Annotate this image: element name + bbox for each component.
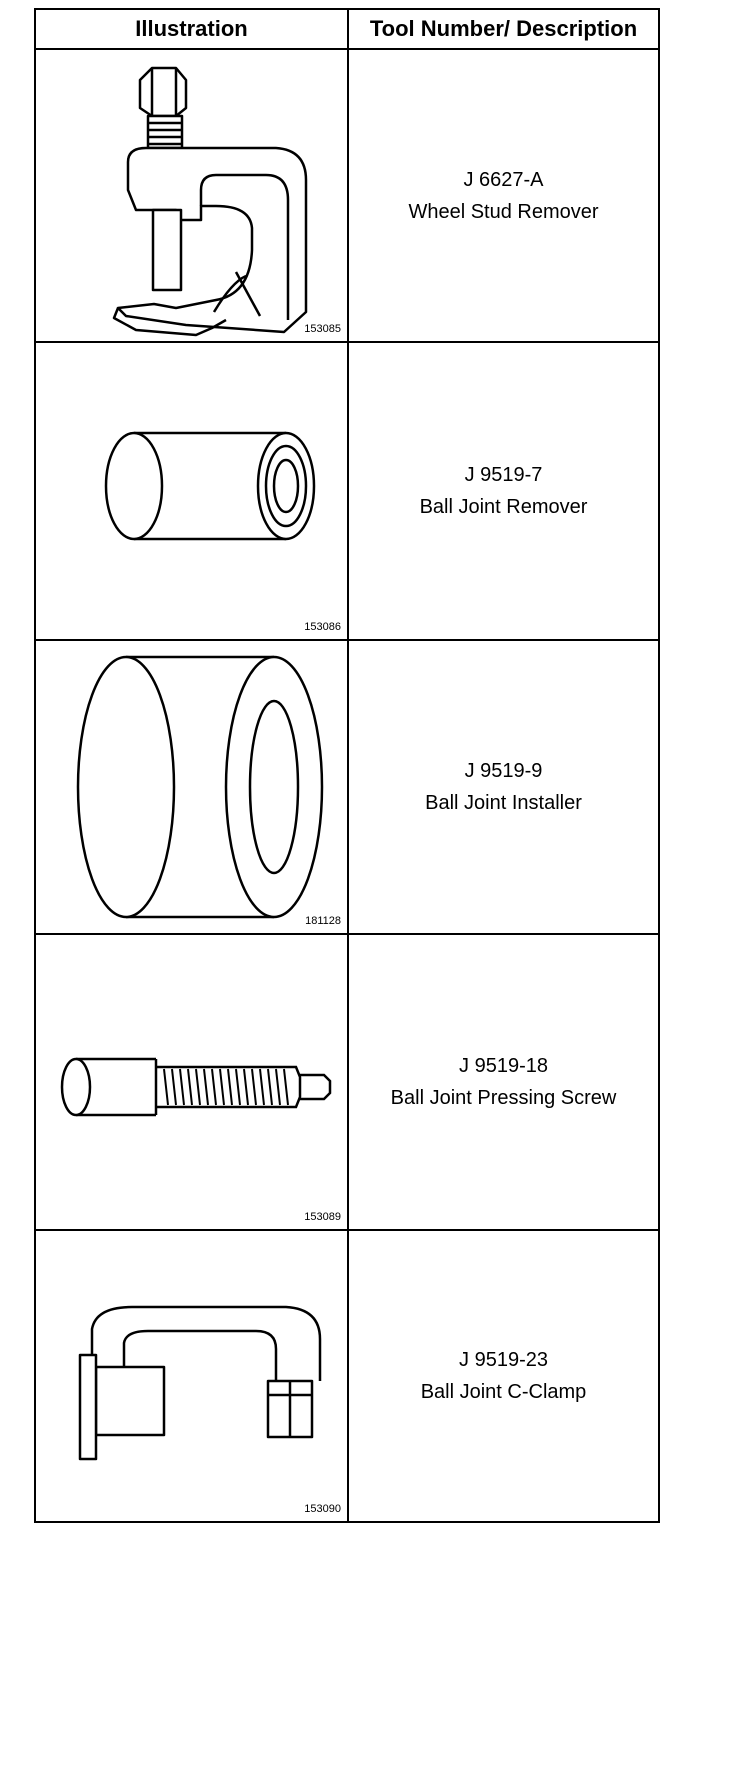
special-tools-table: Illustration Tool Number/ Description <box>34 8 660 1523</box>
table-row: 153086 J 9519-7 Ball Joint Remover <box>36 343 658 641</box>
ball-joint-installer-illustration <box>76 655 324 919</box>
description-cell: J 9519-18 Ball Joint Pressing Screw <box>349 935 658 1229</box>
tool-name: Ball Joint Installer <box>425 792 582 814</box>
illustration-column-header: Illustration <box>36 10 349 48</box>
description-cell: J 6627-A Wheel Stud Remover <box>349 50 658 341</box>
illustration-cell: 153089 <box>36 935 349 1229</box>
figure-number: 153085 <box>304 323 341 335</box>
ball-joint-remover-illustration <box>104 431 316 541</box>
description-column-header: Tool Number/ Description <box>369 16 638 41</box>
illustration-cell: 153085 <box>36 50 349 341</box>
description-cell: J 9519-7 Ball Joint Remover <box>349 343 658 639</box>
pressing-screw-illustration <box>60 1057 332 1117</box>
table-row: 153089 J 9519-18 Ball Joint Pressing Scr… <box>36 935 658 1231</box>
figure-number: 181128 <box>305 915 341 927</box>
tool-name: Ball Joint C-Clamp <box>420 1381 587 1403</box>
table-header: Illustration Tool Number/ Description <box>36 10 658 50</box>
illustration-cell: 181128 <box>36 641 349 933</box>
description-cell: J 9519-9 Ball Joint Installer <box>349 641 658 933</box>
table-row: 181128 J 9519-9 Ball Joint Installer <box>36 641 658 935</box>
tool-number: J 9519-18 <box>459 1055 548 1077</box>
tool-number: J 6627-A <box>463 168 544 191</box>
tool-number: J 9519-23 <box>459 1349 548 1371</box>
figure-number: 153086 <box>304 621 341 633</box>
tool-name: Ball Joint Pressing Screw <box>390 1087 617 1109</box>
figure-number: 153090 <box>304 1503 341 1515</box>
tool-name: Wheel Stud Remover <box>408 200 599 223</box>
table-row: 153090 J 9519-23 Ball Joint C-Clamp <box>36 1231 658 1521</box>
figure-number: 153089 <box>304 1211 341 1223</box>
illustration-cell: 153090 <box>36 1231 349 1521</box>
c-clamp-illustration <box>78 1305 322 1461</box>
tool-name: Ball Joint Remover <box>419 496 588 518</box>
tool-number: J 9519-7 <box>464 464 543 486</box>
description-cell: J 9519-23 Ball Joint C-Clamp <box>349 1231 658 1521</box>
wheel-stud-remover-illustration <box>112 66 308 337</box>
illustration-cell: 153086 <box>36 343 349 639</box>
table-row: 153085 J 6627-A Wheel Stud Remover <box>36 50 658 343</box>
tool-number: J 9519-9 <box>464 760 543 782</box>
